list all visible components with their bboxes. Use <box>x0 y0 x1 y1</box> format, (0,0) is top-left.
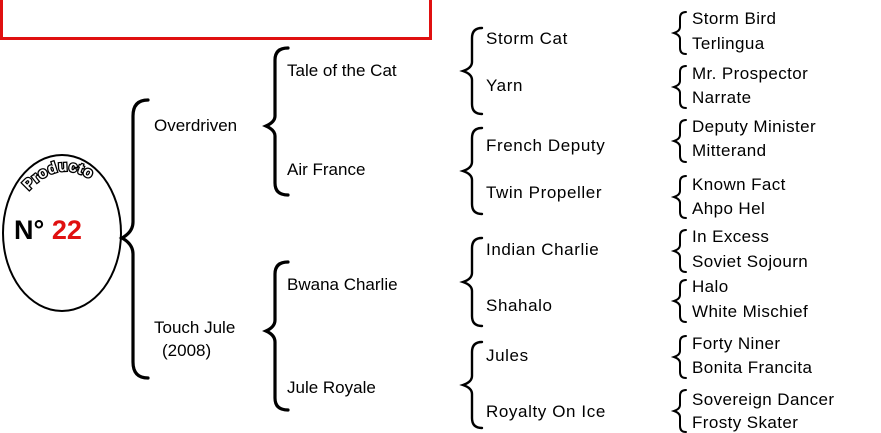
bracket-g3-4 <box>459 340 484 430</box>
g5-horse-4: Narrate <box>692 88 752 107</box>
bracket-g3-3 <box>459 236 484 328</box>
dam-name: Touch Jule <box>154 318 236 337</box>
g5-horse-3: Mr. Prospector <box>692 64 809 83</box>
g5-horse-12: White Mischief <box>692 302 809 321</box>
dam-year: (2008) <box>162 341 212 360</box>
bracket-g4-4 <box>670 175 687 219</box>
g5-horse-6: Mitterand <box>692 141 767 160</box>
badge-number-prefix: N° <box>14 215 45 245</box>
bracket-g4-6 <box>670 279 687 323</box>
g4-horse-1: Storm Cat <box>486 29 568 48</box>
bracket-sire <box>262 46 290 197</box>
g5-horse-2: Terlingua <box>692 34 765 53</box>
g5-horse-8: Ahpo Hel <box>692 199 766 218</box>
g5-horse-13: Forty Niner <box>692 334 781 353</box>
g4-horse-7: Jules <box>486 346 529 365</box>
svg-text:Producto: Producto <box>19 158 96 194</box>
g3-horse-3: Bwana Charlie <box>287 275 398 294</box>
g5-horse-9: In Excess <box>692 227 770 246</box>
badge-number: N° 22 <box>14 214 82 246</box>
bracket-g4-1 <box>670 11 687 55</box>
bracket-g4-7 <box>670 335 687 379</box>
g5-horse-5: Deputy Minister <box>692 117 817 136</box>
sire-name: Overdriven <box>154 116 238 135</box>
g5-horse-16: Frosty Skater <box>692 413 799 432</box>
g4-horse-4: Twin Propeller <box>486 183 603 202</box>
bracket-dam <box>262 260 290 412</box>
bracket-g4-3 <box>670 119 687 163</box>
g5-horse-11: Halo <box>692 277 729 296</box>
bracket-g3-2 <box>459 126 484 216</box>
badge-arc-label: Producto <box>18 156 97 194</box>
badge-number-value: 22 <box>51 215 82 245</box>
g4-horse-2: Yarn <box>486 76 524 95</box>
bracket-g4-5 <box>670 229 687 273</box>
title-frame <box>0 0 432 40</box>
g4-horse-3: French Deputy <box>486 136 606 155</box>
bracket-g4-2 <box>670 65 687 109</box>
g5-horse-10: Soviet Sojourn <box>692 252 809 271</box>
g5-horse-1: Storm Bird <box>692 9 777 28</box>
bracket-main <box>118 98 150 380</box>
g4-horse-8: Royalty On Ice <box>486 402 606 421</box>
g4-horse-5: Indian Charlie <box>486 240 600 259</box>
bracket-g4-8 <box>670 389 687 433</box>
g4-horse-6: Shahalo <box>486 296 553 315</box>
g5-horse-7: Known Fact <box>692 175 786 194</box>
g5-horse-14: Bonita Francita <box>692 358 813 377</box>
g3-horse-2: Air France <box>287 160 366 179</box>
g5-horse-15: Sovereign Dancer <box>692 390 835 409</box>
g3-horse-1: Tale of the Cat <box>287 61 397 80</box>
bracket-g3-1 <box>459 26 484 116</box>
product-badge <box>2 154 122 312</box>
g3-horse-4: Jule Royale <box>287 378 376 397</box>
